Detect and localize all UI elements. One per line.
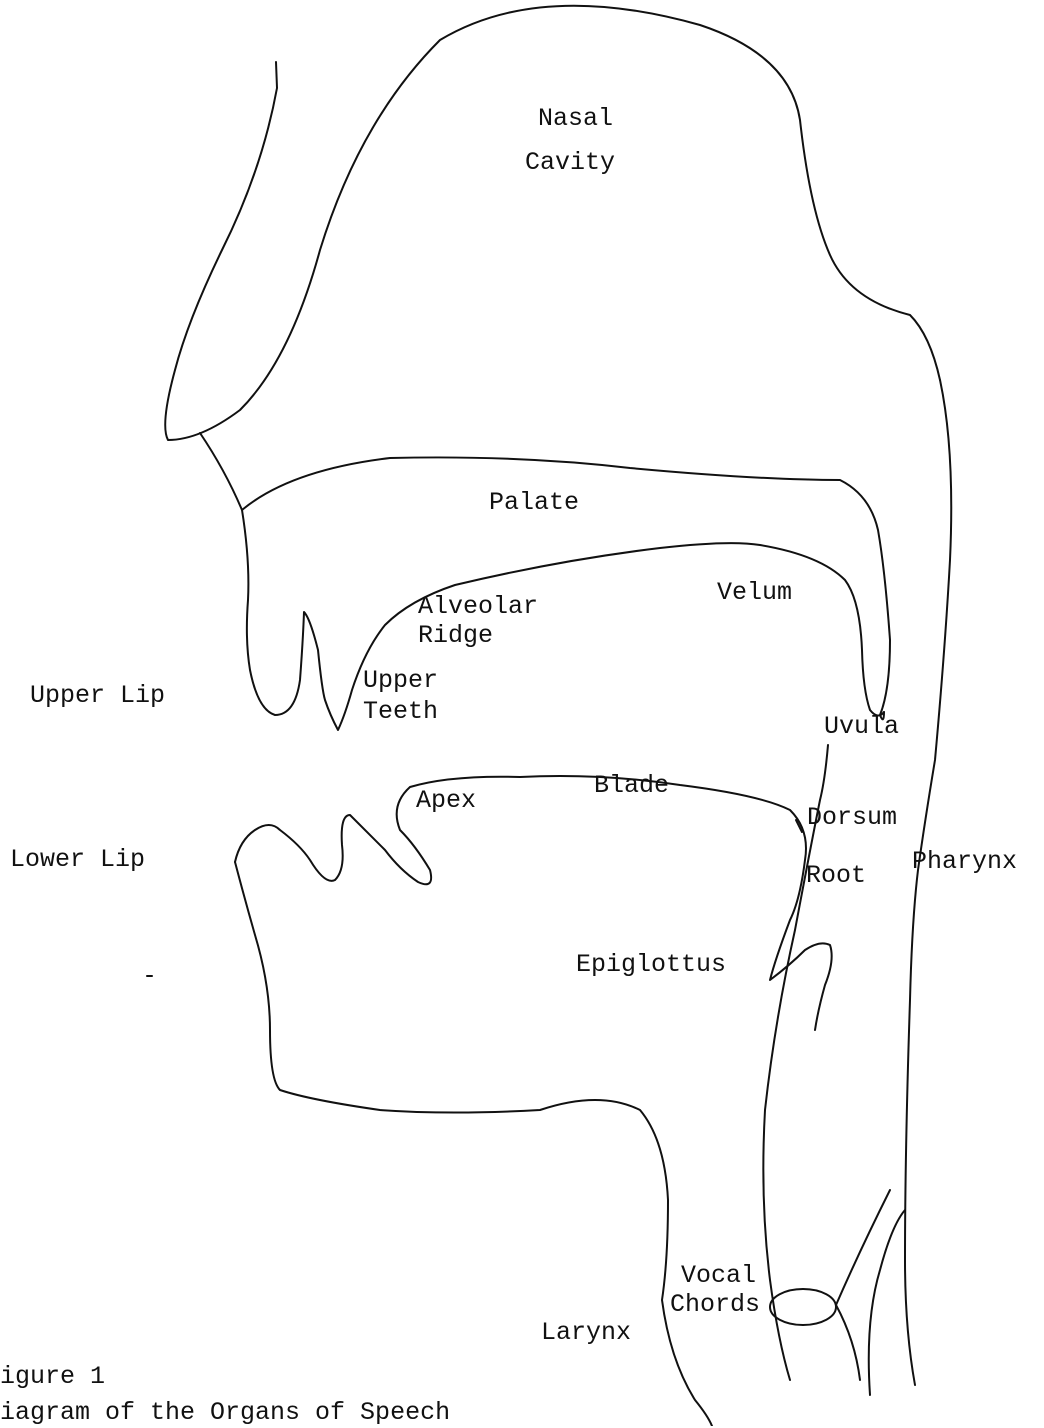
figure-label: igure 1	[0, 1362, 105, 1392]
label-larynx: Larynx	[541, 1318, 631, 1348]
label-chords: Chords	[670, 1290, 760, 1320]
label-cavity: Cavity	[525, 148, 615, 178]
label-teeth: Teeth	[363, 697, 438, 727]
label-root: Root	[806, 861, 866, 891]
label-vocal: Vocal	[681, 1261, 756, 1291]
figure-title: iagram of the Organs of Speech	[0, 1398, 450, 1428]
tongue-jaw-outline	[235, 776, 832, 1030]
upper-lip-outline	[242, 510, 884, 730]
nose-outline	[165, 6, 940, 440]
label-nasal: Nasal	[538, 104, 613, 134]
label-palate: Palate	[489, 488, 579, 518]
label-dorsum: Dorsum	[807, 803, 897, 833]
label-lower-lip: Lower Lip	[10, 845, 145, 875]
larynx-line-3	[869, 1210, 905, 1395]
vocal-chords-shape	[770, 1289, 836, 1325]
label-velum: Velum	[717, 578, 792, 608]
label-pharynx: Pharynx	[912, 847, 1017, 877]
larynx-line-2	[836, 1305, 860, 1380]
label-upper: Upper	[363, 666, 438, 696]
label-uvula: Uvula	[824, 712, 899, 742]
pharynx-front-wall	[763, 745, 828, 1380]
label-upper-lip: Upper Lip	[30, 681, 165, 711]
larynx-line-1	[836, 1190, 890, 1305]
label-apex: Apex	[416, 786, 476, 816]
label-blade: Blade	[594, 771, 669, 801]
pharynx-back-wall	[905, 380, 951, 1385]
label-alveolar: Alveolar	[418, 592, 538, 622]
jaw-throat-outline	[235, 862, 712, 1426]
label-ridge: Ridge	[418, 621, 493, 651]
label-epiglottus: Epiglottus	[576, 950, 726, 980]
palate-upper-edge	[200, 433, 890, 715]
